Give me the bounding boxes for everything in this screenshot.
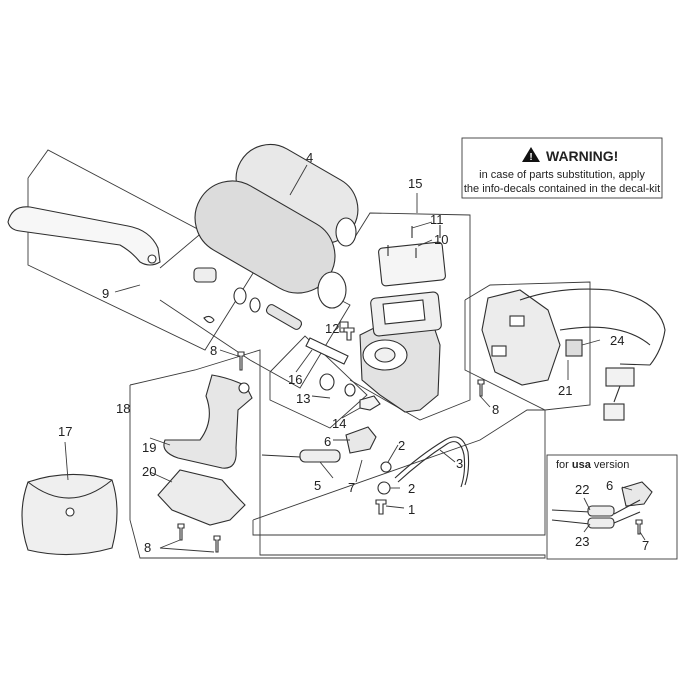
bag-part-17 xyxy=(21,473,118,556)
callout-19: 19 xyxy=(142,440,156,455)
callout-6-usa: 6 xyxy=(606,478,613,493)
callout-15: 15 xyxy=(408,176,422,191)
callout-7: 7 xyxy=(348,480,355,495)
callout-8-right: 8 xyxy=(492,402,499,417)
callout-2-lower: 2 xyxy=(408,481,415,496)
warning-triangle-icon xyxy=(522,147,540,162)
callout-11: 11 xyxy=(430,212,444,227)
callout-10: 10 xyxy=(434,232,448,247)
warning-title: WARNING! xyxy=(546,148,618,164)
usa-version-parts xyxy=(551,481,653,535)
callout-14: 14 xyxy=(332,416,346,431)
callout-17: 17 xyxy=(58,424,72,439)
callout-13: 13 xyxy=(296,391,310,406)
warning-exclamation: ! xyxy=(529,152,532,163)
grouping-frames xyxy=(27,137,678,560)
callout-2-upper: 2 xyxy=(398,438,405,453)
callout-1: 1 xyxy=(408,502,415,517)
master-cylinder-part-15 xyxy=(339,225,446,413)
callout-20: 20 xyxy=(142,464,156,479)
screws xyxy=(177,327,485,553)
callout-12: 12 xyxy=(325,321,339,336)
callout-23: 23 xyxy=(575,534,589,549)
grips-part-4 xyxy=(194,143,359,309)
lever-hardware xyxy=(193,267,356,397)
brake-lever-part-9 xyxy=(7,206,161,266)
callout-numbers: 4 15 11 10 9 12 8 16 13 18 14 17 6 19 2 … xyxy=(58,150,649,555)
callout-3: 3 xyxy=(456,456,463,471)
callout-22: 22 xyxy=(575,482,589,497)
warning-line-1: in case of parts substitution, apply xyxy=(479,169,645,181)
switch-housing-parts-21-24 xyxy=(481,288,666,421)
callout-4: 4 xyxy=(306,150,313,165)
leader-lines xyxy=(64,164,646,553)
callout-8-top: 8 xyxy=(210,343,217,358)
callout-16: 16 xyxy=(288,372,302,387)
bracket-cover-parts-18-19-20 xyxy=(157,374,253,526)
callout-18: 18 xyxy=(116,401,130,416)
brake-cable-part-3 xyxy=(394,436,470,488)
callout-9: 9 xyxy=(102,286,109,301)
callout-7-usa: 7 xyxy=(642,538,649,553)
usa-version-label: for usa version xyxy=(556,459,629,471)
warning-notice: ! WARNING! in case of parts substitution… xyxy=(464,147,660,195)
callout-8-bottom: 8 xyxy=(144,540,151,555)
callout-24: 24 xyxy=(610,333,624,348)
callout-5: 5 xyxy=(314,478,321,493)
switch-parts-5-6-7 xyxy=(261,395,381,463)
warning-line-2: the info-decals contained in the decal-k… xyxy=(464,183,660,195)
callout-21: 21 xyxy=(558,383,572,398)
callout-6: 6 xyxy=(324,434,331,449)
